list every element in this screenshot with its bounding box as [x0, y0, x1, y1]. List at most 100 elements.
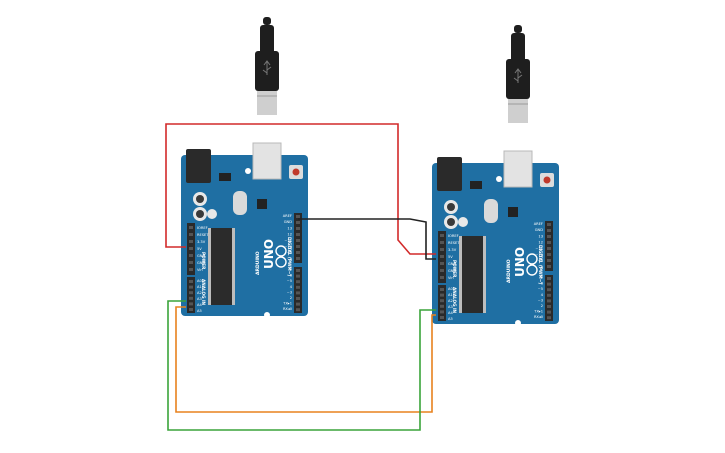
header-pin[interactable] [547, 253, 551, 256]
header-pin[interactable] [189, 233, 193, 236]
header-pin[interactable] [547, 235, 551, 238]
header-pin[interactable] [440, 248, 444, 251]
analog-pin-label: A5 [448, 317, 453, 321]
header-pin[interactable] [189, 285, 193, 289]
header-pin[interactable] [296, 251, 300, 254]
header-pin[interactable] [440, 304, 444, 308]
header-pin[interactable] [547, 305, 551, 308]
header-pin[interactable] [547, 241, 551, 244]
usb-cable-icon [254, 16, 280, 116]
header-pin[interactable] [440, 310, 444, 314]
header-pin[interactable] [296, 227, 300, 230]
header-pin[interactable] [189, 308, 193, 311]
header-pin[interactable] [296, 269, 300, 272]
header-pin[interactable] [189, 226, 193, 229]
digital-pin-label: ~10 [284, 245, 292, 249]
header-pin[interactable] [296, 297, 300, 300]
digital-pin-label: ~11 [535, 247, 543, 251]
power-pin-label: RESET [197, 233, 209, 237]
header-pin[interactable] [296, 280, 300, 284]
header-pin[interactable] [189, 247, 193, 250]
arduino-board-1[interactable]: ARDUINO UNO POWER ANALOG IN DIGITAL (PWM… [181, 16, 308, 318]
svg-text:UNO: UNO [262, 239, 276, 269]
header-pin[interactable] [547, 223, 551, 226]
power-pin-label: IOREF [197, 226, 208, 230]
header-pin[interactable] [440, 293, 444, 297]
analog-pin-label: A0 [197, 279, 202, 283]
digital-label: DIGITAL (PWM~) [538, 245, 543, 284]
header-pin[interactable] [296, 239, 300, 242]
crystal-oscillator [484, 199, 498, 223]
arduino-board-2[interactable]: ARDUINO UNO POWER ANALOG IN DIGITAL (PWM… [432, 24, 559, 326]
header-pin[interactable] [440, 234, 444, 237]
header-pin[interactable] [189, 296, 193, 300]
header-pin[interactable] [547, 229, 551, 232]
power-pin-label: Vin [448, 276, 454, 280]
header-pin[interactable] [296, 285, 300, 289]
red-wire[interactable] [165, 123, 436, 255]
digital-pin-label: GND [535, 228, 543, 232]
analog-pin-label: A0 [448, 287, 453, 291]
header-pin[interactable] [440, 262, 444, 265]
header-pin[interactable] [189, 254, 193, 257]
black-wire[interactable] [298, 218, 436, 260]
header-pin[interactable] [189, 261, 193, 264]
reset-button-cap [292, 168, 300, 176]
orange-wire[interactable] [175, 306, 436, 413]
header-pin[interactable] [440, 269, 444, 272]
header-pin[interactable] [296, 245, 300, 248]
voltage-regulator [219, 173, 231, 181]
header-pin[interactable] [547, 265, 551, 268]
digital-pin-label: TX▸1 [282, 302, 292, 306]
header-pin[interactable] [296, 221, 300, 224]
header-pin[interactable] [296, 308, 300, 312]
header-pin[interactable] [296, 291, 300, 295]
pin-labels: IOREFRESET3.3V5VGNDGNDVinA0A1A2A3A4A5ARE… [440, 222, 551, 321]
header-pin[interactable] [189, 302, 193, 306]
green-wire[interactable] [167, 300, 436, 431]
header-pin[interactable] [296, 233, 300, 236]
header-pin[interactable] [547, 247, 551, 250]
header-pin[interactable] [547, 259, 551, 262]
power-pin-label: GND [448, 269, 456, 273]
capacitor-3 [207, 209, 217, 219]
header-pin[interactable] [440, 255, 444, 258]
header-pin[interactable] [296, 215, 300, 218]
header-pin[interactable] [547, 299, 551, 303]
atmega-chip [211, 228, 232, 305]
digital-pin-label: TX▸1 [533, 310, 543, 314]
digital-pin-label: ~5 [538, 287, 543, 291]
header-pin[interactable] [296, 274, 300, 278]
header-pin[interactable] [547, 277, 551, 280]
header-pin[interactable] [189, 291, 193, 295]
header-pin[interactable] [440, 316, 444, 319]
header-pin[interactable] [440, 276, 444, 279]
digital-pin-label: 2 [290, 296, 292, 300]
power-pin-label: RESET [448, 241, 460, 245]
digital-pin-label: 8 [290, 257, 293, 261]
arduino-logo: ARDUINO UNO [506, 247, 538, 283]
header-pin[interactable] [296, 302, 300, 306]
digital-pin-label: 7 [290, 268, 292, 272]
mounting-hole [515, 320, 521, 326]
header-pin[interactable] [547, 288, 551, 292]
header-pin[interactable] [547, 282, 551, 286]
atmega-chip [462, 236, 483, 313]
analog-pin-label: A1 [197, 285, 202, 289]
svg-text:ARDUINO: ARDUINO [255, 251, 261, 275]
power-label: POWER [201, 252, 206, 270]
header-pin[interactable] [189, 280, 193, 283]
digital-pin-label: 2 [541, 304, 543, 308]
dc-power-jack [437, 157, 462, 191]
header-pin[interactable] [547, 316, 551, 320]
header-pin[interactable] [440, 288, 444, 291]
usb-port [252, 142, 282, 180]
header-pin[interactable] [440, 241, 444, 244]
header-pin[interactable] [189, 240, 193, 243]
header-pin[interactable] [296, 257, 300, 260]
header-pin[interactable] [440, 299, 444, 303]
header-pin[interactable] [189, 268, 193, 271]
header-pin[interactable] [547, 293, 551, 297]
header-pin[interactable] [547, 310, 551, 314]
analog-pin-label: A5 [197, 309, 202, 313]
